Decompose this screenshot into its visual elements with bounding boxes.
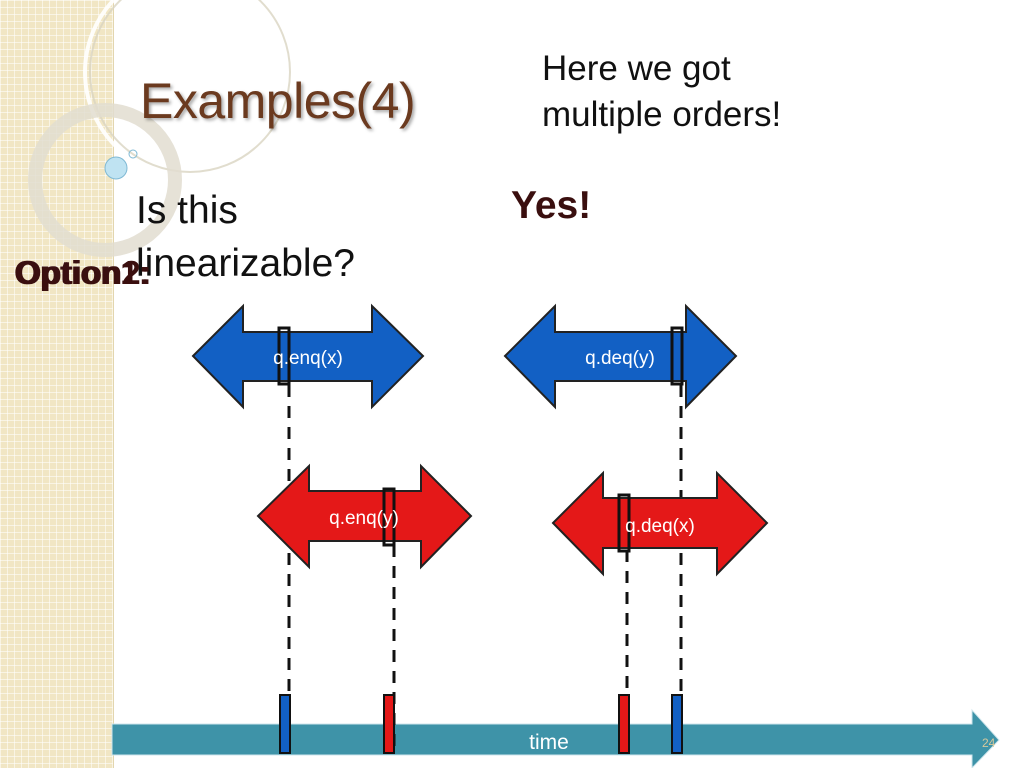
timeline-marker-red [383, 694, 395, 754]
timeline-arrow [111, 708, 1000, 768]
timeline-marker-blue [279, 694, 291, 754]
arrow-label-deq-x: q.deq(x) [625, 516, 695, 537]
timeline-markers [279, 694, 683, 754]
arrow-label-deq-y: q.deq(y) [585, 348, 655, 369]
option-label-2: Option2: [16, 254, 152, 291]
slide-title: Examples(4) [140, 73, 416, 129]
arrow-deq-y: q.deq(y) [503, 303, 738, 410]
page-number: 24 [982, 736, 996, 750]
arrow-enq-y: q.enq(y) [256, 463, 473, 570]
question-text: Is this linearizable? [136, 189, 355, 285]
answer-text: Yes! [511, 184, 592, 227]
callout-note: Here we got multiple orders! [542, 49, 782, 134]
arrow-enq-x: q.enq(x) [191, 303, 425, 410]
arrow-deq-x: q.deq(x) [551, 470, 769, 577]
option-label-1: Option1: [14, 254, 150, 291]
timeline-marker-blue [671, 694, 683, 754]
arrow-label-enq-y: q.enq(y) [329, 508, 399, 529]
decorative-rings [28, 0, 297, 257]
arrow-label-enq-x: q.enq(x) [273, 348, 343, 369]
timeline-marker-red [618, 694, 630, 754]
timeline-label: time [529, 731, 569, 754]
